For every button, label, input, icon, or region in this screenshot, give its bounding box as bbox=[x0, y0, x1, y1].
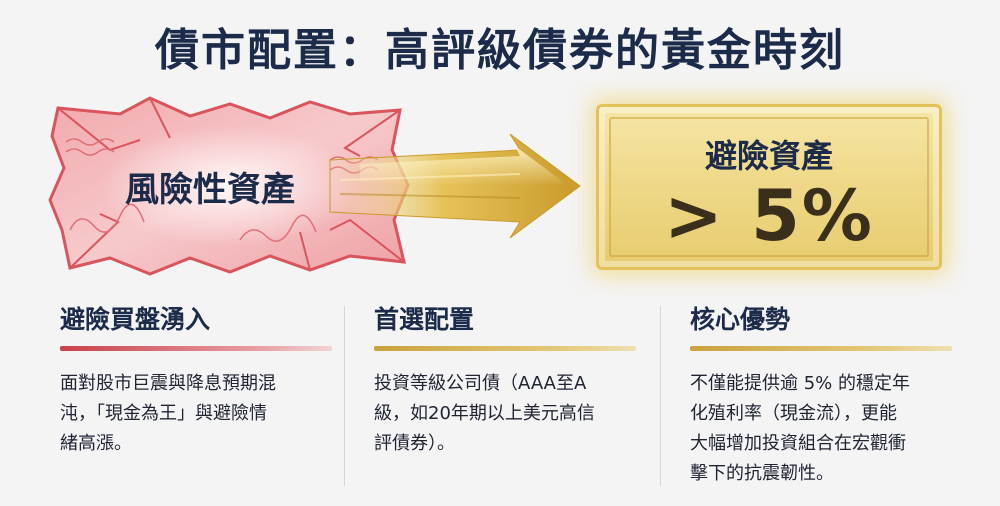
column-heading: 核心優勢 bbox=[690, 305, 791, 334]
column-safe-haven-flows: 避險買盤湧入 面對股市巨震與降息預期混 沌，「現金為王」與避險情 緒高漲。 bbox=[60, 300, 332, 490]
hero-graphic: 風險性資產 避險資產 > 5% bbox=[0, 90, 1000, 290]
risk-asset-label: 風險性資產 bbox=[125, 170, 295, 210]
column-divider bbox=[660, 306, 661, 486]
body-line: 不僅能提供逾 5% 的穩定年 bbox=[690, 373, 910, 394]
page-title: 債市配置：高評級債券的黃金時刻 bbox=[155, 25, 845, 76]
body-line: 化殖利率（現金流），更能 bbox=[690, 403, 897, 424]
column-rule bbox=[690, 346, 952, 351]
column-rule bbox=[60, 346, 332, 351]
column-heading: 首選配置 bbox=[374, 305, 475, 334]
column-heading: 避險買盤湧入 bbox=[60, 305, 211, 334]
column-top-allocation: 首選配置 投資等級公司債（AAA至A 級，如20年期以上美元高信 評債券）。 bbox=[374, 300, 636, 490]
column-divider bbox=[344, 306, 345, 486]
safe-asset-label: 避險資產 bbox=[704, 137, 833, 175]
body-line: 評債券）。 bbox=[374, 433, 455, 454]
safe-asset-panel: 避險資產 > 5% bbox=[596, 104, 942, 270]
body-line: 緒高漲。 bbox=[60, 433, 132, 454]
body-line: 級，如20年期以上美元高信 bbox=[374, 403, 595, 424]
body-line: 面對股市巨震與降息預期混 bbox=[60, 373, 276, 394]
column-core-advantage: 核心優勢 不僅能提供逾 5% 的穩定年 化殖利率（現金流），更能 大幅增加投資組… bbox=[690, 300, 952, 490]
body-line: 沌，「現金為王」與避險情 bbox=[60, 403, 267, 424]
hero-illustration bbox=[48, 96, 581, 276]
safe-asset-value: > 5% bbox=[664, 175, 874, 257]
body-line: 投資等級公司債（AAA至A bbox=[374, 373, 587, 394]
column-body: 面對股市巨震與降息預期混 沌，「現金為王」與避險情 緒高漲。 bbox=[60, 369, 332, 459]
column-body: 不僅能提供逾 5% 的穩定年 化殖利率（現金流），更能 大幅增加投資組合在宏觀衝… bbox=[690, 369, 952, 489]
body-line: 擊下的抗震韌性。 bbox=[690, 463, 834, 484]
info-columns: 避險買盤湧入 面對股市巨震與降息預期混 沌，「現金為王」與避險情 緒高漲。 首選… bbox=[0, 300, 1000, 506]
body-line: 大幅增加投資組合在宏觀衝 bbox=[690, 433, 906, 454]
column-rule bbox=[374, 346, 636, 351]
column-body: 投資等級公司債（AAA至A 級，如20年期以上美元高信 評債券）。 bbox=[374, 369, 636, 459]
safe-asset-frame bbox=[609, 117, 929, 257]
